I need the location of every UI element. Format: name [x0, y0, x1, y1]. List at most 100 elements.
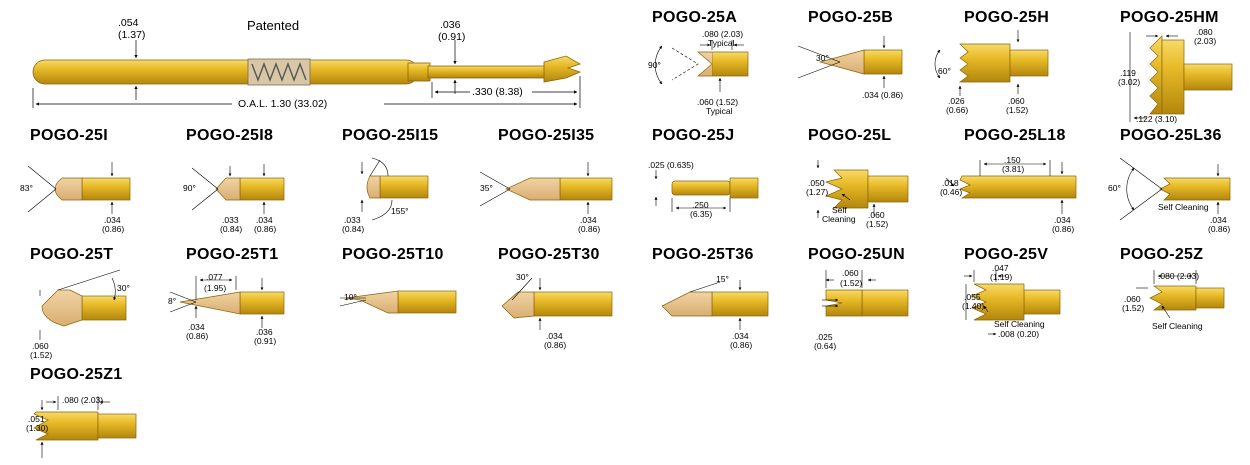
dimension-label: .034: [1210, 215, 1227, 225]
probe-25t10-drawing: [339, 290, 457, 314]
plunger-length: .330 (8.38): [472, 86, 523, 98]
probe-title: POGO-25A: [652, 9, 738, 26]
probe-25a-drawing: [654, 40, 749, 92]
angle-label: 83°: [20, 183, 33, 193]
probe-title: POGO-25I: [30, 127, 108, 144]
dimension-label: (0.86): [186, 331, 209, 341]
dimension-label: (0.86): [730, 340, 753, 350]
self-cleaning-label: Self Cleaning: [994, 319, 1045, 329]
dimension-label: (0.86): [1052, 224, 1075, 234]
dimension-label: (0.91): [254, 336, 277, 346]
probe-25t30-drawing: [501, 277, 613, 330]
angle-label: 90°: [183, 183, 196, 193]
overall-length: O.A.L. 1.30 (33.02): [238, 98, 328, 110]
probe-title: POGO-25V: [964, 246, 1049, 263]
dimension-label: .122 (3.10): [1136, 114, 1178, 124]
dimension-label: .080 (2.03): [62, 395, 104, 405]
dimension-label: .025: [816, 332, 833, 342]
dimension-label: .250: [692, 200, 709, 210]
angle-label: 30°: [516, 272, 529, 282]
angle-label: 30°: [816, 53, 829, 63]
dimension-label: .055: [964, 292, 981, 302]
probe-25j-drawing: [654, 170, 759, 212]
dimension-label: (2.03): [1194, 36, 1217, 46]
probe-title: POGO-25HM: [1120, 9, 1219, 26]
dimension-label: .060: [32, 341, 49, 351]
dimension-label: (0.86): [1208, 224, 1231, 234]
dimension-label: (1.52): [30, 350, 53, 360]
dimension-label: (1.52): [1122, 303, 1145, 313]
dimension-label: .033: [344, 215, 361, 225]
dimension-label: .060 (1.52): [697, 97, 739, 107]
dimension-label: .080: [1196, 27, 1213, 37]
dimension-label: .051: [28, 414, 45, 424]
dimension-label: (0.46): [940, 187, 963, 197]
dimension-label: .150: [1004, 155, 1021, 165]
dimension-label: (1.30): [26, 423, 49, 433]
angle-label: 8°: [168, 296, 177, 306]
dimension-label: Typical: [708, 38, 735, 48]
probe-title: POGO-25I35: [498, 127, 595, 144]
dimension-label: .033: [222, 215, 239, 225]
dimension-label: .034: [1054, 215, 1071, 225]
dimension-label: .080 (2.03): [1158, 271, 1200, 281]
probe-25un-drawing: [822, 270, 909, 317]
dimension-label: .034: [732, 331, 749, 341]
dimension-label: (1.27): [806, 187, 829, 197]
dimension-label: (3.02): [1118, 77, 1141, 87]
probe-25h-drawing: [934, 30, 1049, 96]
dimension-label: (0.66): [946, 105, 969, 115]
dimension-label: .034: [188, 322, 205, 332]
probe-title: POGO-25Z: [1120, 246, 1204, 263]
self-cleaning-label: Self Cleaning: [1152, 321, 1203, 331]
dimension-label: .034 (0.86): [862, 90, 904, 100]
dimension-label: .026: [948, 96, 965, 106]
dimension-label: .018: [942, 178, 959, 188]
dimension-label: .034: [256, 215, 273, 225]
probe-25v-drawing: [964, 270, 1061, 336]
probe-25hm-drawing: [1129, 32, 1233, 122]
dimension-label: (0.86): [544, 340, 567, 350]
plunger-diameter-mm: (0.91): [438, 31, 466, 43]
probe-title: POGO-25H: [964, 9, 1050, 26]
patented-label: Patented: [247, 18, 300, 33]
dimension-label: (0.84): [342, 224, 365, 234]
dimension-label: .034: [546, 331, 563, 341]
probe-title: POGO-25B: [808, 9, 894, 26]
tip-diameter-inch: .054: [118, 17, 139, 29]
probe-title: POGO-25Z1: [30, 366, 123, 383]
probe-title: POGO-25L18: [964, 127, 1066, 144]
probe-title: POGO-25T10: [342, 246, 444, 263]
dimension-label: .119: [1120, 68, 1136, 78]
dimension-label: (1.95): [204, 283, 227, 293]
plunger-diameter-inch: .036: [440, 19, 461, 31]
probe-title: POGO-25T: [30, 246, 114, 263]
dimension-label: .008 (0.20): [998, 329, 1040, 339]
probe-title: POGO-25T36: [652, 246, 754, 263]
self-cleaning-label: Self Cleaning: [1158, 202, 1209, 212]
probe-title: POGO-25I15: [342, 127, 439, 144]
dimension-label: (0.86): [254, 224, 277, 234]
probe-title: POGO-25UN: [808, 246, 905, 263]
dimension-label: (0.86): [578, 224, 601, 234]
dimension-label: (1.52): [866, 219, 889, 229]
dimension-label: (1.40): [962, 301, 985, 311]
dimension-label: (1.52): [1006, 105, 1029, 115]
dimension-label: .080 (2.03): [702, 29, 744, 39]
probe-25z-drawing: [1136, 270, 1225, 319]
dimension-label: (0.86): [102, 224, 125, 234]
dimension-label: .034: [104, 215, 121, 225]
dimension-label: .025 (0.635): [648, 160, 694, 170]
angle-label: 90°: [648, 60, 661, 70]
dimension-label: .047: [992, 263, 1009, 273]
dimension-label: .077: [206, 272, 223, 282]
probe-25i-drawing: [27, 162, 131, 214]
dimension-label: .050: [808, 178, 825, 188]
probe-25l36-drawing: [1119, 157, 1231, 221]
dimension-label: (1.19): [990, 272, 1013, 282]
dimension-label: (3.81): [1002, 164, 1025, 174]
probe-25i8-drawing: [191, 164, 285, 214]
main-pin: [32, 55, 582, 86]
angle-label: 155°: [391, 206, 409, 216]
